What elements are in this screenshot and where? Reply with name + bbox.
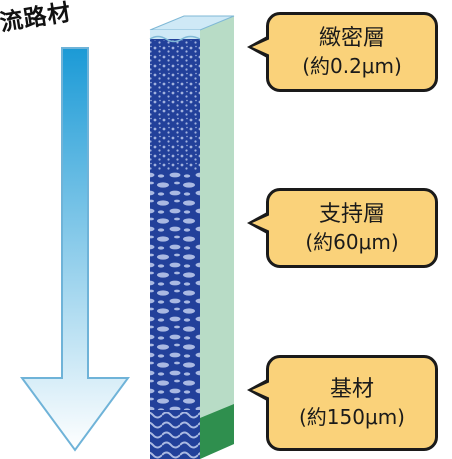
dense-layer-thickness: (約0.2μm): [302, 54, 402, 78]
support-layer-texture-large: [150, 170, 200, 410]
base-side-face: [200, 404, 234, 459]
base-layer-texture: [150, 412, 200, 459]
support-layer-texture-fine: [150, 40, 200, 170]
down-arrow-icon: [20, 47, 130, 452]
base-layer-name: 基材: [329, 377, 374, 402]
support-layer-thickness: (約60μm): [305, 230, 399, 254]
support-layer-callout: 支持層 (約60μm): [247, 188, 438, 268]
dense-layer-callout: 緻密層 (約0.2μm): [247, 12, 438, 92]
base-layer-callout: 基材 (約150μm): [247, 355, 438, 451]
dense-layer-front: [150, 30, 200, 39]
support-layer-name: 支持層: [318, 202, 385, 227]
membrane-side-face: [200, 16, 234, 459]
base-layer-thickness: (約150μm): [299, 405, 405, 429]
dense-layer-name: 緻密層: [318, 26, 385, 51]
